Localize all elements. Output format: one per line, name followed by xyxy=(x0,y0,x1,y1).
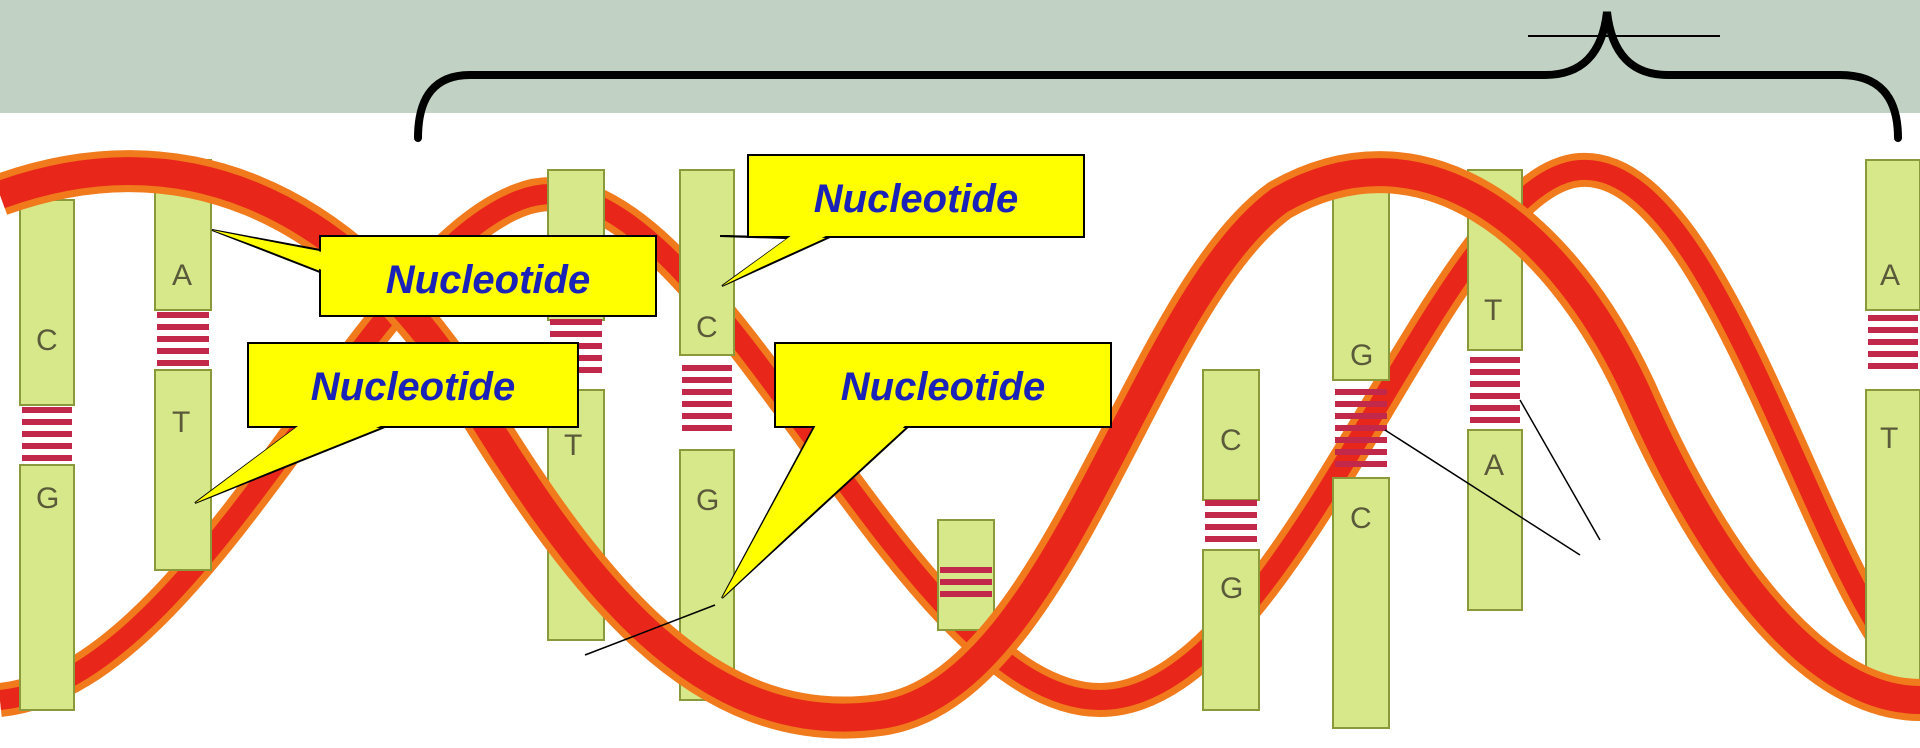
callout-label: Nucleotide xyxy=(386,258,590,302)
base-pair-1: C G xyxy=(20,200,74,710)
base-pair-6: G C xyxy=(1333,180,1389,728)
base-letter: G xyxy=(36,482,59,515)
full-turn-brace xyxy=(418,12,1898,138)
base-letter: G xyxy=(1350,339,1373,372)
base-pair-9 xyxy=(938,520,994,630)
callout-label: Nucleotide xyxy=(814,177,1018,221)
base-letter: C xyxy=(696,311,718,344)
base-pair-3: C G xyxy=(680,170,734,700)
base-letter: C xyxy=(1220,424,1242,457)
nucleotide-callout-1: Nucleotide xyxy=(212,230,656,316)
base-pair-8: A T xyxy=(1866,160,1920,690)
base-letter: A xyxy=(1484,449,1504,482)
base-letter: C xyxy=(1350,502,1372,535)
base-letter: T xyxy=(1484,294,1502,327)
base-pair-2: A T xyxy=(155,160,211,570)
base-letter: G xyxy=(696,484,719,517)
base-letter: A xyxy=(1880,259,1900,292)
base-letter: G xyxy=(1220,572,1243,605)
base-letter: C xyxy=(36,324,58,357)
base-letter: A xyxy=(172,259,192,292)
callout-label: Nucleotide xyxy=(841,365,1045,409)
pointer-line xyxy=(1520,400,1600,540)
base-pair-5: C G xyxy=(1203,370,1259,710)
callout-label: Nucleotide xyxy=(311,365,515,409)
base-letter: T xyxy=(172,406,190,439)
nucleotide-callout-2: Nucleotide xyxy=(720,155,1084,286)
base-letter: T xyxy=(1880,422,1898,455)
base-letter: T xyxy=(564,429,582,462)
